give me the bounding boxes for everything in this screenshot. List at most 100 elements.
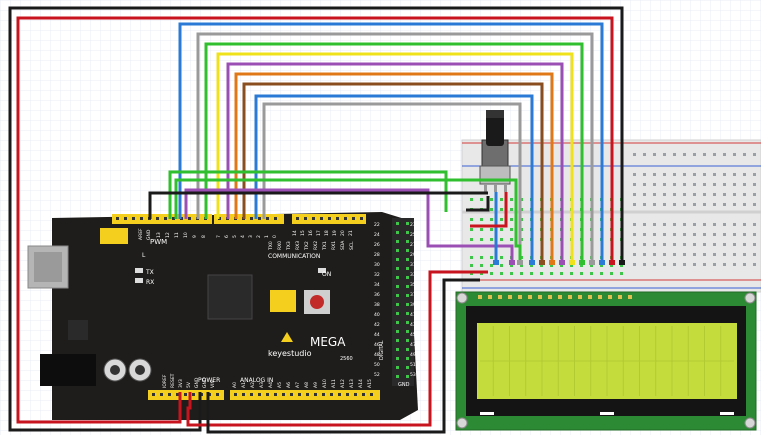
pin-label: SCL bbox=[349, 241, 355, 250]
breadboard-hole bbox=[510, 218, 513, 221]
header-pin bbox=[156, 217, 159, 220]
pin-label: 24 bbox=[374, 232, 380, 238]
header-pin bbox=[322, 393, 325, 396]
digital-label: DIGITAL bbox=[379, 340, 385, 360]
breadboard-hole bbox=[560, 264, 563, 267]
pin-label: 8 bbox=[201, 235, 207, 238]
header-pin bbox=[406, 321, 409, 324]
gnd-label: GND bbox=[398, 382, 410, 388]
pin-label: 34 bbox=[374, 282, 380, 288]
wire-end bbox=[539, 260, 545, 265]
pin-label: SDA bbox=[340, 240, 346, 250]
wire-green-3 bbox=[174, 178, 522, 262]
header-pin bbox=[406, 222, 409, 225]
breadboard-hole bbox=[510, 228, 513, 231]
pin-label: 21 bbox=[348, 230, 354, 236]
pin-label: 27 bbox=[410, 242, 416, 248]
pin-label: A0 bbox=[232, 382, 238, 388]
pin-label: TX3 bbox=[286, 241, 292, 251]
pin-label: 42 bbox=[374, 322, 380, 328]
breadboard-hole bbox=[480, 238, 483, 241]
pin-label: 52 bbox=[374, 372, 380, 378]
header-pin bbox=[160, 393, 163, 396]
breadboard-hole bbox=[500, 238, 503, 241]
pin-label: 29 bbox=[410, 252, 416, 258]
header-pin bbox=[328, 217, 331, 220]
keyestudio-logo bbox=[281, 332, 293, 342]
breadboard-hole bbox=[500, 208, 503, 211]
wire-end bbox=[569, 260, 575, 265]
wire-purple-2 bbox=[184, 188, 514, 262]
breadboard-hole bbox=[610, 264, 613, 267]
header-pin bbox=[396, 294, 399, 297]
header-pin bbox=[406, 348, 409, 351]
pin-label: A3 bbox=[259, 382, 265, 388]
header-pin bbox=[406, 285, 409, 288]
header-pin bbox=[172, 217, 175, 220]
header-pin bbox=[116, 217, 119, 220]
pin-label: VIN bbox=[210, 380, 216, 388]
breadboard-hole bbox=[550, 272, 553, 275]
breadboard-hole bbox=[600, 272, 603, 275]
header-pin bbox=[314, 393, 317, 396]
breadboard-hole bbox=[570, 272, 573, 275]
power-jack bbox=[40, 354, 96, 386]
header-pin bbox=[396, 222, 399, 225]
header-pin bbox=[258, 393, 261, 396]
breadboard-hole bbox=[480, 218, 483, 221]
header-pin bbox=[152, 393, 155, 396]
breadboard-hole bbox=[510, 208, 513, 211]
wire-end bbox=[493, 260, 499, 265]
wire-gray-1 bbox=[196, 32, 594, 262]
breadboard-hole bbox=[540, 264, 543, 267]
header-pin bbox=[406, 366, 409, 369]
header-pin bbox=[406, 231, 409, 234]
pin-label: 53 bbox=[410, 372, 416, 378]
lcd-pin bbox=[588, 295, 592, 299]
wire-end bbox=[579, 260, 585, 265]
breadboard-hole bbox=[480, 264, 483, 267]
pin-label: A1 bbox=[241, 382, 247, 388]
breadboard-hole bbox=[470, 264, 473, 267]
breadboard-hole bbox=[500, 218, 503, 221]
pin-label: 39 bbox=[410, 302, 416, 308]
header-pin bbox=[362, 393, 365, 396]
wire-end bbox=[559, 260, 565, 265]
pin-label: A10 bbox=[322, 379, 328, 388]
breadboard-hole bbox=[520, 264, 523, 267]
revision-label: 2560 bbox=[340, 356, 353, 362]
breadboard-hole bbox=[500, 272, 503, 275]
header-pin bbox=[360, 217, 363, 220]
wire-end bbox=[529, 260, 535, 265]
breadboard-hole bbox=[510, 198, 513, 201]
pin-label: 3 bbox=[248, 235, 254, 238]
header-pin bbox=[312, 217, 315, 220]
wire-end bbox=[517, 260, 523, 265]
header-pin bbox=[250, 393, 253, 396]
lcd-pin bbox=[618, 295, 622, 299]
power-label: POWER bbox=[198, 377, 220, 384]
wire-end bbox=[589, 260, 595, 265]
lcd-pin bbox=[538, 295, 542, 299]
header-pin bbox=[124, 217, 127, 220]
breadboard-hole bbox=[490, 198, 493, 201]
header-pin bbox=[406, 357, 409, 360]
header-pin bbox=[320, 217, 323, 220]
wire-green-1 bbox=[204, 42, 584, 262]
header-pin bbox=[338, 393, 341, 396]
header-pin bbox=[168, 393, 171, 396]
arduino-mega-board: PWM L TX RX ON COMMUNICATION MEGA keyest… bbox=[27, 212, 418, 420]
pin-label: 30 bbox=[374, 262, 380, 268]
breadboard-hole bbox=[470, 228, 473, 231]
wire-end bbox=[509, 260, 515, 265]
breadboard-hole bbox=[620, 264, 623, 267]
pin-label: A2 bbox=[250, 382, 256, 388]
pin-label: GND bbox=[146, 229, 152, 240]
pin-label: A14 bbox=[358, 379, 364, 388]
breadboard-hole bbox=[480, 198, 483, 201]
breadboard-hole bbox=[530, 272, 533, 275]
header-pin bbox=[346, 393, 349, 396]
header-pin bbox=[140, 217, 143, 220]
header-pin bbox=[164, 217, 167, 220]
